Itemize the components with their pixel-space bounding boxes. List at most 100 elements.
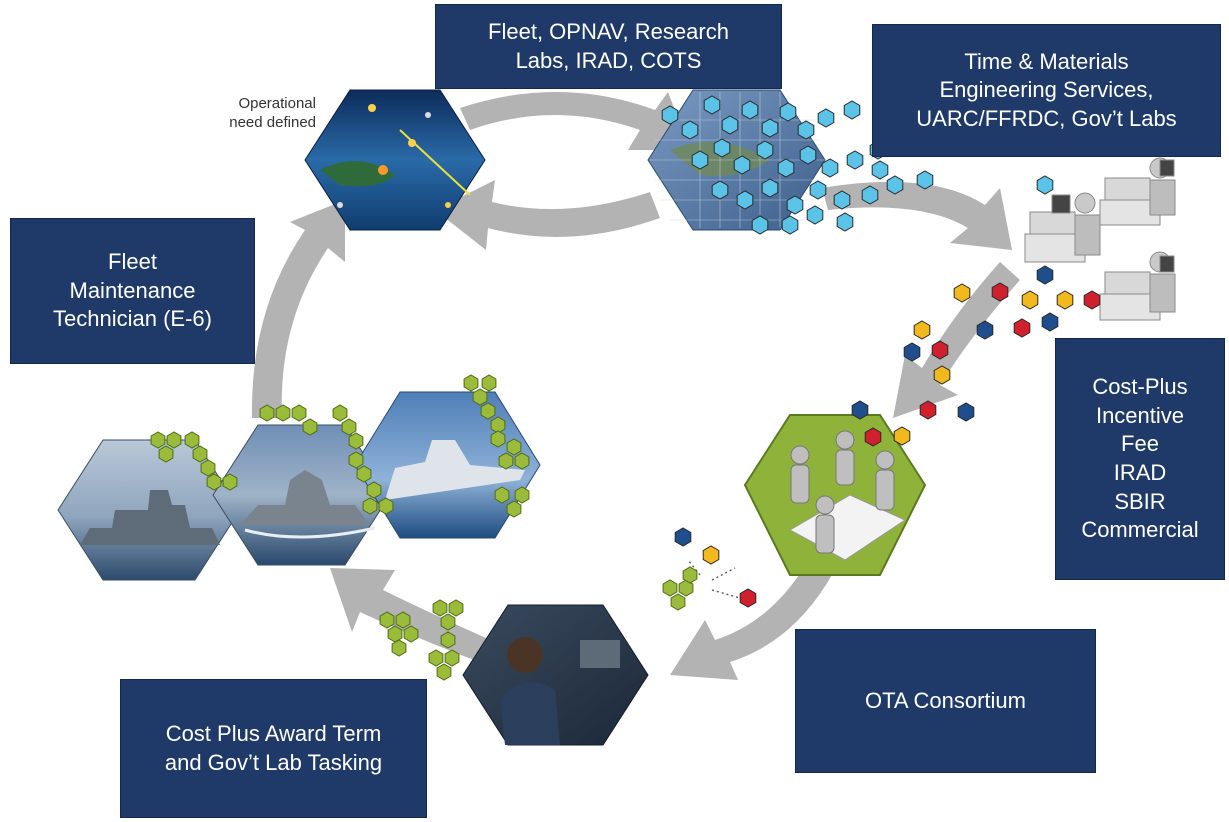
small-hexagon-blue <box>809 180 827 200</box>
small-hexagon-navy <box>1041 312 1059 332</box>
small-hexagon-green <box>514 452 530 470</box>
small-hexagon-red <box>931 340 949 360</box>
small-hexagon-yellow <box>702 545 720 565</box>
small-hexagon-navy <box>903 342 921 362</box>
small-hexagon-green <box>259 404 275 422</box>
cost-plus-line-1: Cost-Plus <box>1092 374 1188 400</box>
small-hexagon-green <box>348 432 364 450</box>
operational-need-caption: Operational need defined <box>196 95 316 133</box>
caption-line-1: Operational <box>238 95 316 112</box>
small-hexagon-green <box>378 497 394 515</box>
arrow-sailor-to-ships <box>330 568 502 668</box>
small-hexagon-green <box>506 500 522 518</box>
arrow-ops-to-map <box>460 91 690 150</box>
small-hexagon-yellow <box>913 320 931 340</box>
small-hexagon-blue <box>691 150 709 170</box>
small-hexagon-navy <box>851 400 869 420</box>
small-hexagon-yellow <box>893 426 911 446</box>
small-hexagon-blue <box>736 190 754 210</box>
small-hexagon-blue <box>1036 175 1054 195</box>
small-hexagon-green <box>222 473 238 491</box>
small-hexagon-red <box>991 282 1009 302</box>
small-hexagon-green <box>158 445 174 463</box>
fleet-maintenance-box: Fleet Maintenance Technician (E-6) <box>10 218 255 364</box>
small-hexagon-red <box>919 400 937 420</box>
ship-hex-left <box>57 439 241 581</box>
cost-plus-line-4: IRAD <box>1113 460 1167 485</box>
engineer-desk-2 <box>1024 192 1101 263</box>
dotted-connectors <box>687 559 741 599</box>
small-hexagon-blue <box>797 120 815 140</box>
cost-plus-award-line-2: and Gov’t Lab Tasking <box>164 749 383 775</box>
small-hexagon-green <box>440 613 456 631</box>
small-hexagon-blue <box>661 105 679 125</box>
small-hexagon-green <box>428 649 444 667</box>
floating-hexagons <box>150 95 1101 681</box>
small-hexagon-yellow <box>933 365 951 385</box>
small-hexagon-yellow <box>1021 290 1039 310</box>
time-materials-line-1: Time & Materials <box>964 48 1129 74</box>
lab-hex <box>743 414 927 576</box>
cost-plus-incentive-box: Cost-Plus Incentive Fee IRAD SBIR Commer… <box>1055 338 1225 580</box>
small-hexagon-green <box>362 497 378 515</box>
small-hexagon-blue <box>777 158 795 178</box>
small-hexagon-green <box>662 579 678 597</box>
small-hexagon-blue <box>916 170 934 190</box>
sailor-hex <box>462 604 649 746</box>
small-hexagon-navy <box>957 402 975 422</box>
time-materials-box: Time & Materials Engineering Services, U… <box>872 24 1221 157</box>
small-hexagon-blue <box>786 195 804 215</box>
small-hexagon-blue <box>817 108 835 128</box>
small-hexagon-blue <box>781 215 799 235</box>
small-hexagon-green <box>366 481 382 499</box>
small-hexagon-green <box>448 599 464 617</box>
small-hexagon-blue <box>799 145 817 165</box>
engineers-illustration <box>1024 157 1176 321</box>
small-hexagon-blue <box>721 115 739 135</box>
small-hexagon-green <box>391 639 407 657</box>
small-hexagon-green <box>387 625 403 643</box>
small-hexagon-blue <box>871 160 889 180</box>
cost-plus-line-3: Fee <box>1121 431 1159 457</box>
small-hexagon-blue <box>843 100 861 120</box>
small-hexagon-yellow <box>953 283 971 303</box>
fleet-maintenance-line-3: Technician (E-6) <box>53 306 212 332</box>
cost-plus-line-6: Commercial <box>1081 517 1199 543</box>
cost-plus-award-box: Cost Plus Award Term and Gov’t Lab Taski… <box>120 679 427 818</box>
small-hexagon-green <box>682 566 698 584</box>
small-hexagon-green <box>481 374 497 392</box>
small-hexagon-blue <box>761 118 779 138</box>
small-hexagon-blue <box>703 95 721 115</box>
time-materials-line-2: Engineering Services, <box>939 77 1154 103</box>
small-hexagon-red <box>1083 290 1101 310</box>
arrow-engineers-to-lab <box>893 262 1020 418</box>
fleet-maintenance-line-1: Fleet <box>108 249 157 275</box>
small-hexagon-blue <box>833 190 851 210</box>
engineer-desk-3 <box>1099 251 1176 321</box>
small-hexagon-green <box>498 452 514 470</box>
cost-plus-line-2: Incentive <box>1095 402 1185 428</box>
small-hexagon-green <box>302 418 318 436</box>
small-hexagon-blue <box>821 158 839 178</box>
small-hexagon-green <box>395 611 411 629</box>
small-hexagon-green <box>348 451 364 469</box>
ota-consortium-box: OTA Consortium <box>795 629 1096 773</box>
small-hexagon-green <box>490 430 506 448</box>
small-hexagon-green <box>403 625 419 643</box>
small-hexagon-blue <box>681 120 699 140</box>
small-hexagon-green <box>490 416 506 434</box>
fleet-opnav-line-1: Fleet, OPNAV, Research <box>488 18 729 44</box>
small-hexagon-red <box>1013 318 1031 338</box>
cost-plus-line-5: SBIR <box>1114 488 1166 514</box>
small-hexagon-navy <box>976 320 994 340</box>
small-hexagon-green <box>192 445 208 463</box>
small-hexagon-green <box>356 465 372 483</box>
operational-picture-hex <box>304 89 486 231</box>
small-hexagon-green <box>275 404 291 422</box>
small-hexagon-blue <box>886 175 904 195</box>
small-hexagon-blue <box>733 155 751 175</box>
small-hexagon-green <box>444 649 460 667</box>
small-hexagon-green <box>150 431 166 449</box>
small-hexagon-blue <box>761 178 779 198</box>
small-hexagon-green <box>206 473 222 491</box>
